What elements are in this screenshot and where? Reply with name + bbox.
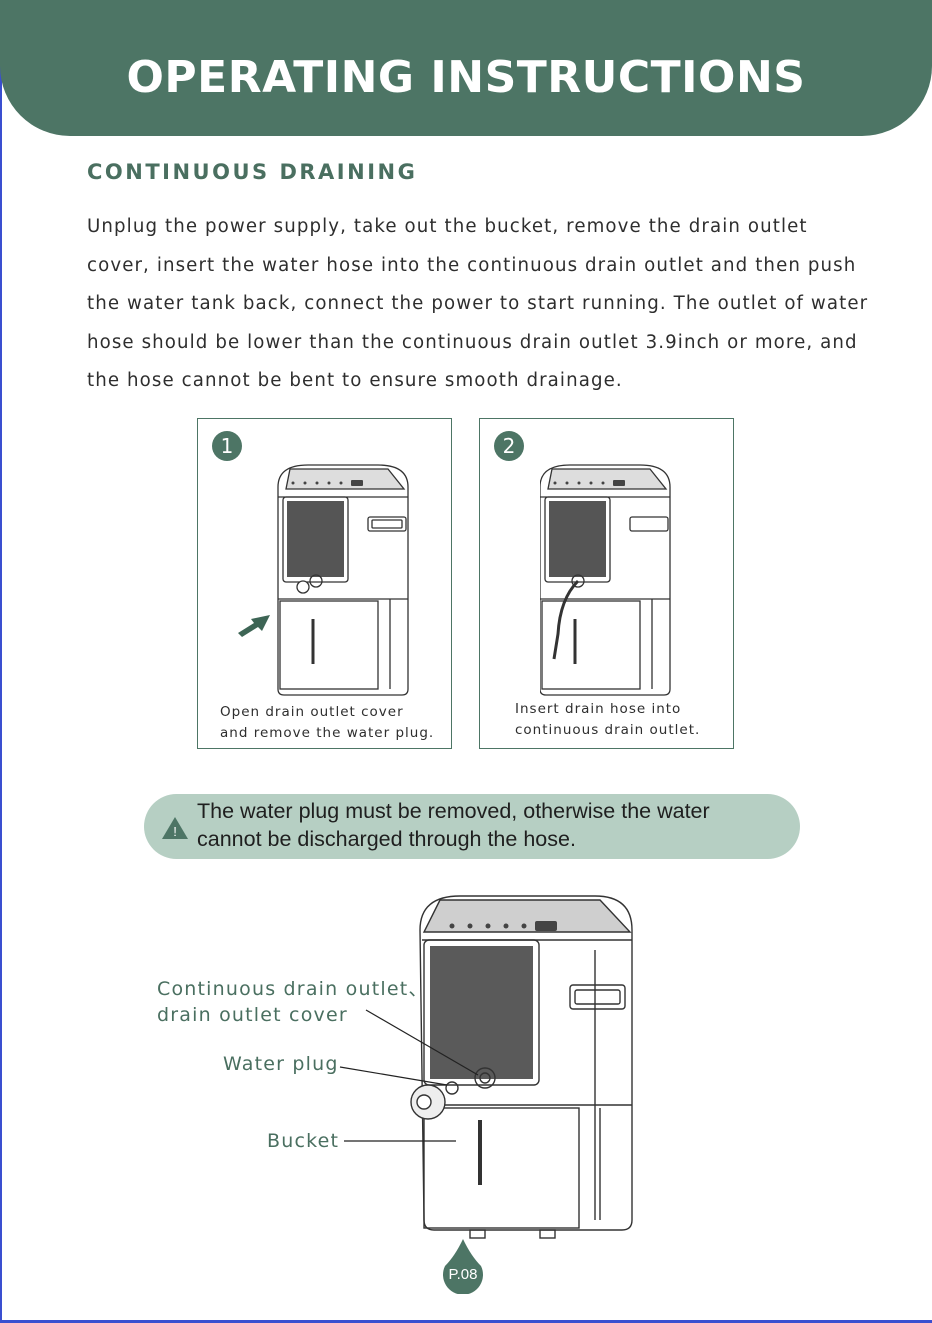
step-1-caption: Open drain outlet cover and remove the w… (220, 702, 450, 744)
warning-banner: ! The water plug must be removed, otherw… (144, 794, 800, 859)
page-edge-left (0, 0, 2, 1323)
instructions-paragraph: Unplug the power supply, take out the bu… (87, 216, 869, 391)
step-2-caption-line2: continuous drain outlet. (515, 722, 701, 738)
page-title: OPERATING INSTRUCTIONS (126, 52, 806, 103)
step-1-panel: 1 Open drain outlet cover and remove the… (197, 418, 452, 749)
callout-water-plug: Water plug (223, 1053, 339, 1075)
step-1-caption-line2: and remove the water plug. (220, 725, 435, 741)
page-edge-bottom (0, 1320, 932, 1323)
step-2-caption-line1: Insert drain hose into (515, 701, 682, 717)
arrow-right-icon (238, 615, 270, 637)
water-drop-icon (443, 1239, 483, 1294)
warning-triangle-icon: ! (162, 817, 188, 839)
dehumidifier-main-illustration (410, 895, 633, 1239)
warning-line2: cannot be discharged through the hose. (197, 827, 576, 851)
callout-bucket: Bucket (267, 1130, 340, 1152)
callout-drain-outlet: Continuous drain outlet、 drain outlet co… (157, 976, 429, 1028)
page-number: P.08 (448, 1266, 478, 1283)
dehumidifier-step-2-illustration (540, 464, 671, 696)
header-banner (0, 0, 932, 136)
svg-text:!: ! (173, 824, 177, 839)
callout-drain-outlet-line1: Continuous drain outlet、 (157, 978, 429, 1000)
warning-line1: The water plug must be removed, otherwis… (197, 799, 710, 823)
warning-text: The water plug must be removed, otherwis… (197, 797, 710, 853)
step-2-caption: Insert drain hose into continuous drain … (515, 699, 745, 741)
step-1-caption-line1: Open drain outlet cover (220, 704, 404, 720)
step-2-panel: 2 Insert drain hose into continuous drai… (479, 418, 734, 749)
dehumidifier-step-1-illustration (277, 464, 409, 696)
callout-drain-outlet-line2: drain outlet cover (157, 1004, 348, 1026)
section-heading: CONTINUOUS DRAINING (87, 160, 418, 184)
step-1-badge: 1 (212, 431, 242, 461)
step-2-badge: 2 (494, 431, 524, 461)
